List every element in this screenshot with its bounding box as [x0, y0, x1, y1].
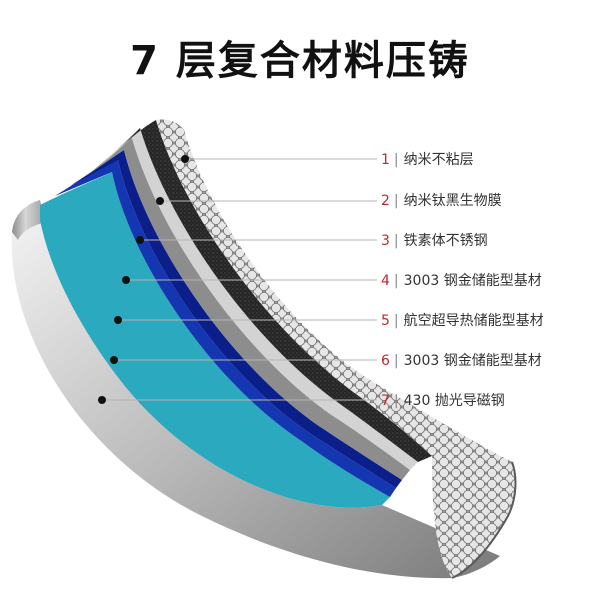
layer-text: 纳米不粘层	[403, 152, 474, 168]
layer-label-2: 2|纳米钛黑生物膜	[381, 193, 502, 209]
layer-number: 6	[381, 353, 390, 369]
layer-5-blue	[55, 160, 396, 497]
layer-label-5: 5|航空超导热储能型基材	[381, 313, 544, 329]
layer-label-7: 7|430 抛光导磁钢	[381, 393, 505, 409]
pointer-dot-6	[110, 356, 118, 364]
layer-number: 1	[381, 152, 390, 168]
layer-1-honeycomb	[156, 119, 516, 579]
layer-text: 3003 钢金储能型基材	[403, 273, 542, 289]
layer-text: 铁素体不锈钢	[403, 233, 488, 249]
layer-number: 4	[381, 273, 390, 289]
layer-text: 3003 钢金储能型基材	[403, 353, 542, 369]
layer-3-grey	[86, 138, 410, 480]
page-title: 7 层复合材料压铸	[130, 38, 470, 84]
layer-label-3: 3|铁素体不锈钢	[381, 233, 488, 249]
pointer-dot-1	[181, 155, 189, 163]
layer-label-4: 4|3003 钢金储能型基材	[381, 273, 542, 289]
layer-label-1: 1|纳米不粘层	[381, 152, 474, 168]
pointer-dot-3	[136, 236, 144, 244]
layer-4-navy	[70, 150, 402, 488]
pointer-dot-5	[114, 316, 122, 324]
layer-number: 7	[381, 393, 390, 409]
layer-number: 2	[381, 193, 390, 209]
layer-label-6: 6|3003 钢金储能型基材	[381, 353, 542, 369]
layer-number: 5	[381, 313, 390, 329]
pointer-dot-7	[98, 396, 106, 404]
layer-text: 430 抛光导磁钢	[403, 393, 505, 409]
pointer-dot-2	[156, 197, 164, 205]
outer-rim	[12, 200, 46, 240]
layer-6-cyan	[40, 172, 390, 508]
pointer-dot-4	[122, 276, 130, 284]
layer-text: 航空超导热储能型基材	[403, 313, 544, 329]
layer-number: 3	[381, 233, 390, 249]
layer-text: 纳米钛黑生物膜	[403, 193, 502, 209]
layer-2-black-film	[112, 120, 432, 462]
honeycomb-edge	[451, 461, 517, 579]
